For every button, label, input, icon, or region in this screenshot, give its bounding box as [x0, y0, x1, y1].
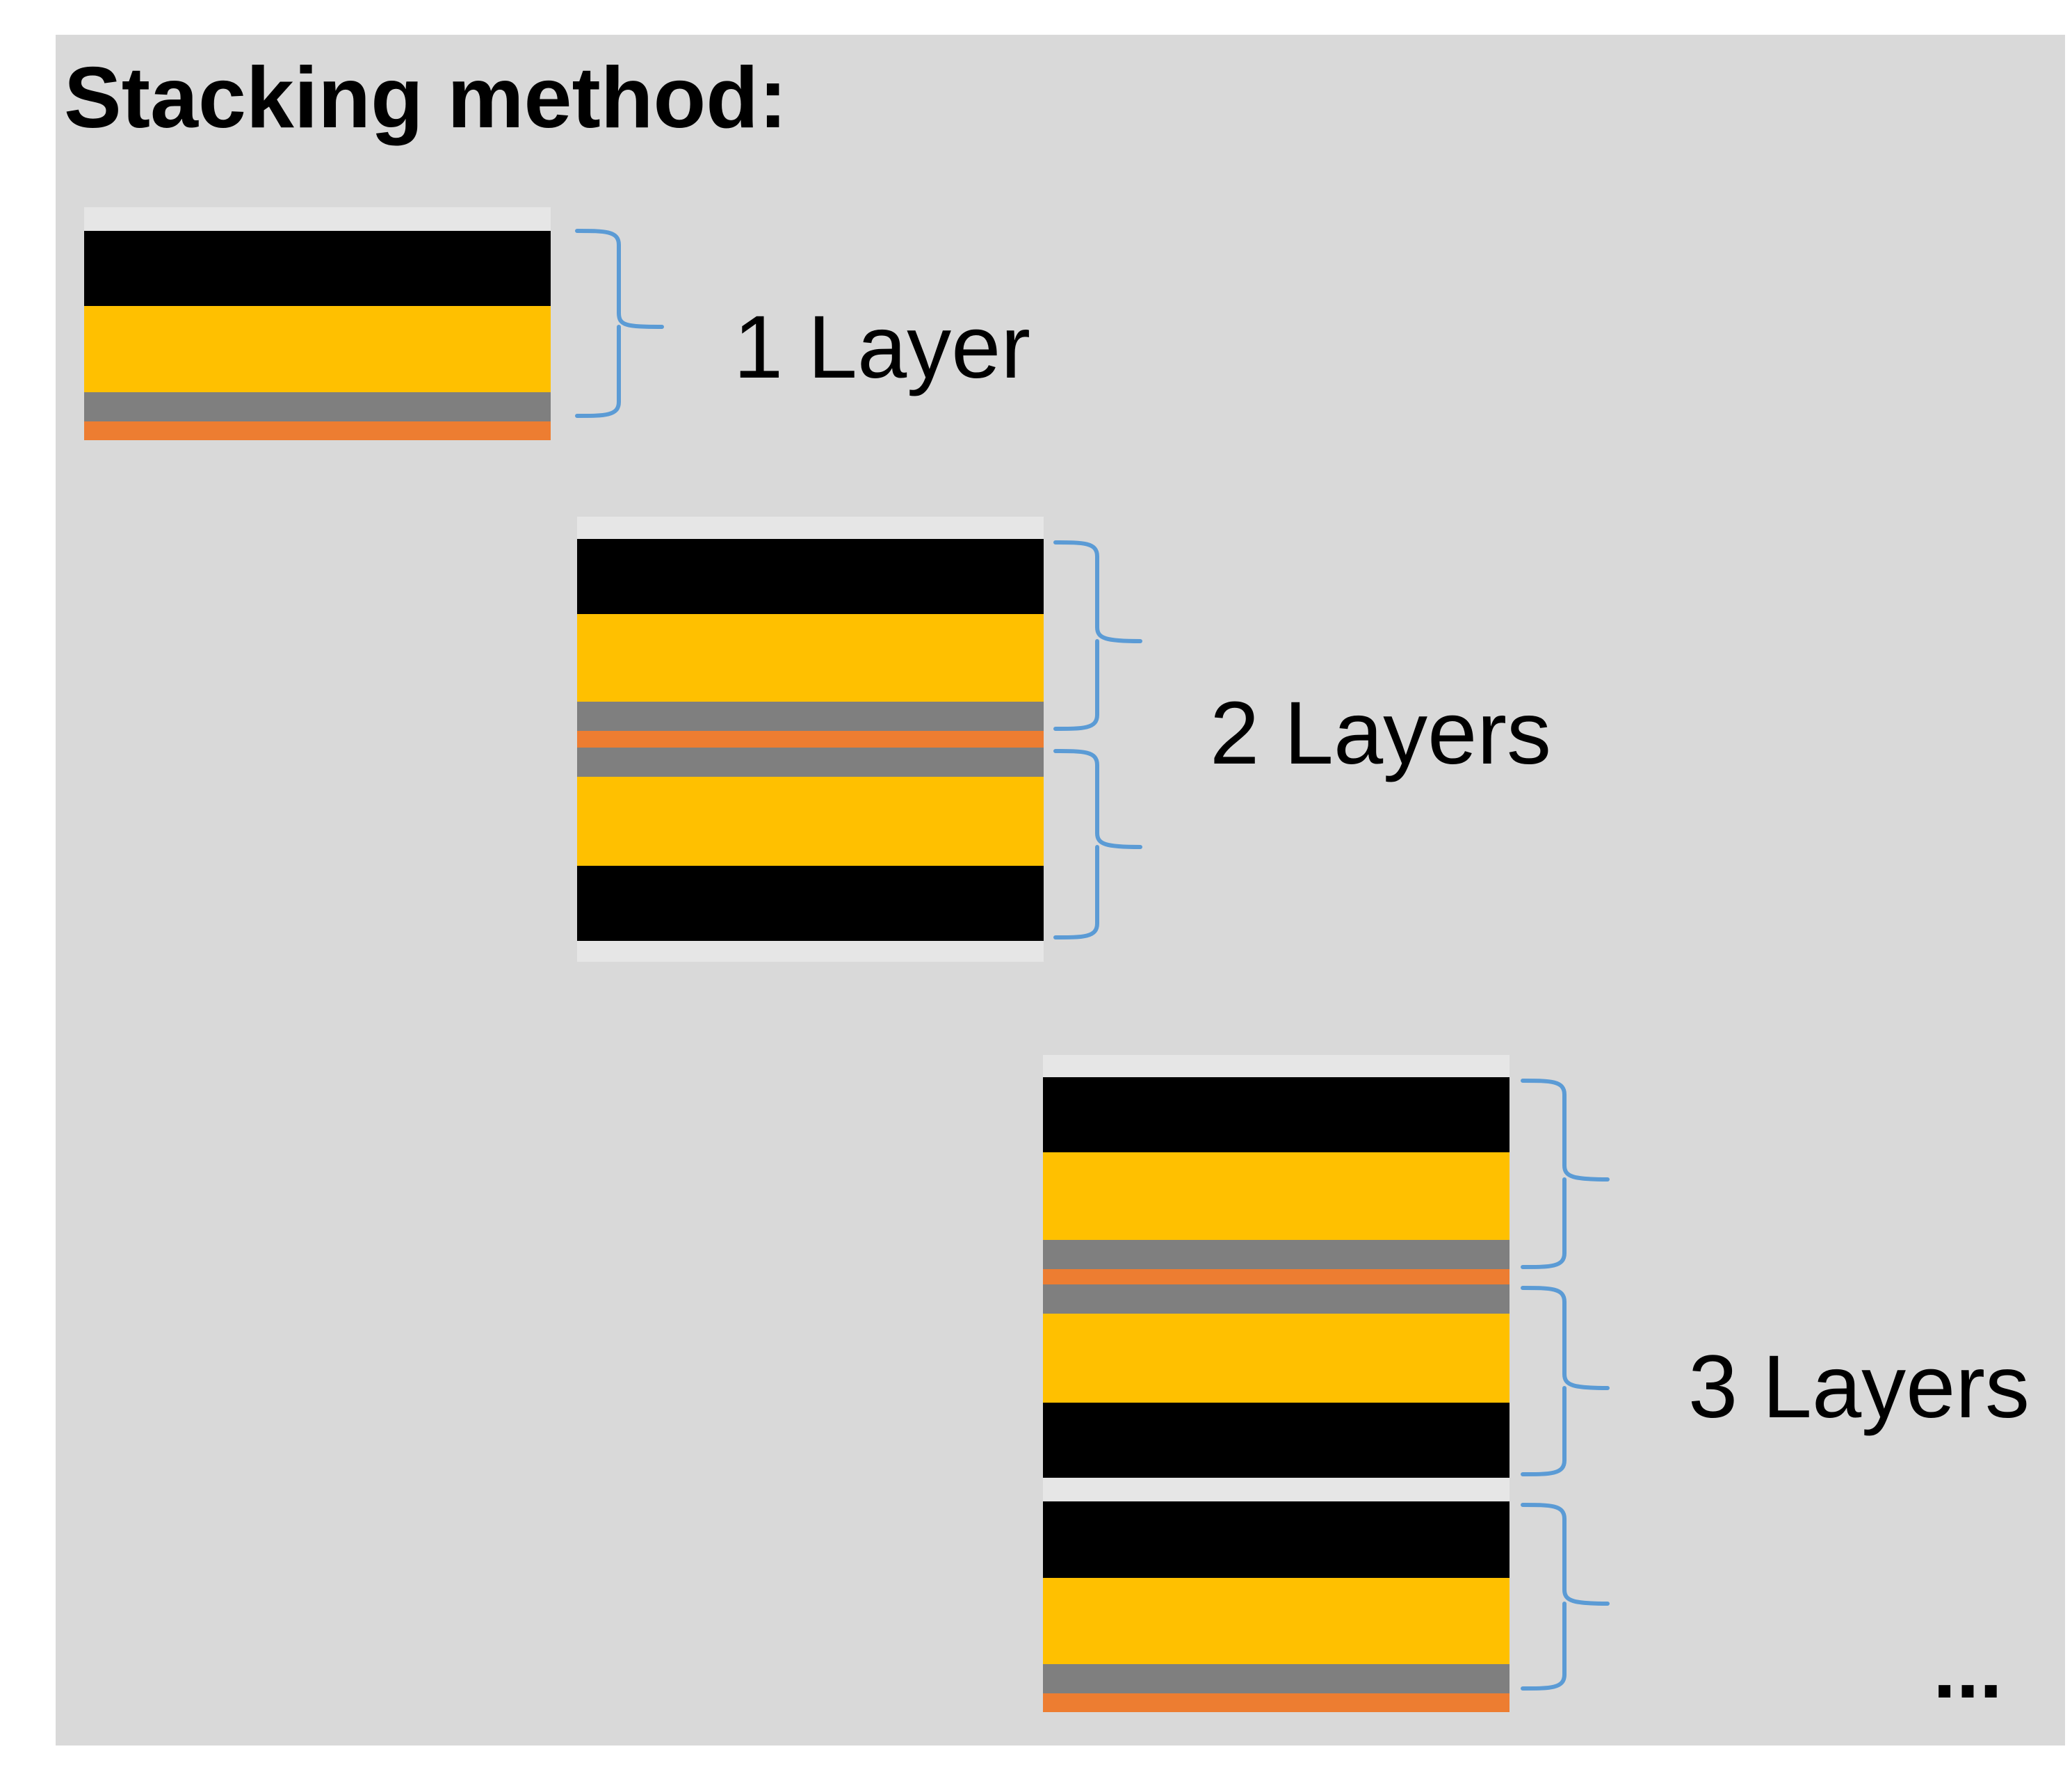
diagram-title: Stacking method: — [64, 50, 788, 146]
film-layer — [84, 207, 551, 231]
black-layer — [1043, 1501, 1510, 1578]
brace-stack2-lower — [1053, 749, 1142, 940]
yellow-layer — [1043, 1152, 1510, 1240]
gray-layer — [577, 748, 1044, 777]
brace-stack3-third — [1521, 1503, 1610, 1691]
gray-layer — [577, 702, 1044, 731]
gray-layer — [1043, 1284, 1510, 1314]
orange-layer — [577, 731, 1044, 748]
gray-layer — [1043, 1240, 1510, 1269]
stack-2-layers — [577, 517, 1044, 962]
stack-1-layer — [84, 207, 551, 440]
brace-stack2-upper — [1053, 540, 1142, 731]
brace-stack3-first — [1521, 1079, 1610, 1269]
orange-layer — [1043, 1693, 1510, 1712]
label-2-layers: 2 Layers — [1210, 684, 1551, 783]
brace-stack3-second — [1521, 1286, 1610, 1476]
continuation-ellipsis: ... — [1933, 1622, 2003, 1716]
film-layer — [577, 517, 1044, 539]
stack-3-layers — [1043, 1055, 1510, 1712]
yellow-layer — [84, 306, 551, 392]
black-layer — [1043, 1077, 1510, 1152]
brace-stack1 — [575, 229, 664, 418]
orange-layer — [84, 421, 551, 440]
label-1-layer: 1 Layer — [734, 298, 1030, 397]
gray-layer — [1043, 1664, 1510, 1693]
film-layer — [577, 941, 1044, 962]
film-layer — [1043, 1478, 1510, 1501]
gray-layer — [84, 392, 551, 421]
black-layer — [577, 866, 1044, 941]
yellow-layer — [577, 614, 1044, 702]
label-3-layers: 3 Layers — [1688, 1337, 2030, 1437]
black-layer — [1043, 1403, 1510, 1478]
black-layer — [577, 539, 1044, 614]
yellow-layer — [1043, 1578, 1510, 1664]
yellow-layer — [1043, 1314, 1510, 1403]
black-layer — [84, 231, 551, 306]
film-layer — [1043, 1055, 1510, 1077]
orange-layer — [1043, 1269, 1510, 1284]
yellow-layer — [577, 777, 1044, 866]
